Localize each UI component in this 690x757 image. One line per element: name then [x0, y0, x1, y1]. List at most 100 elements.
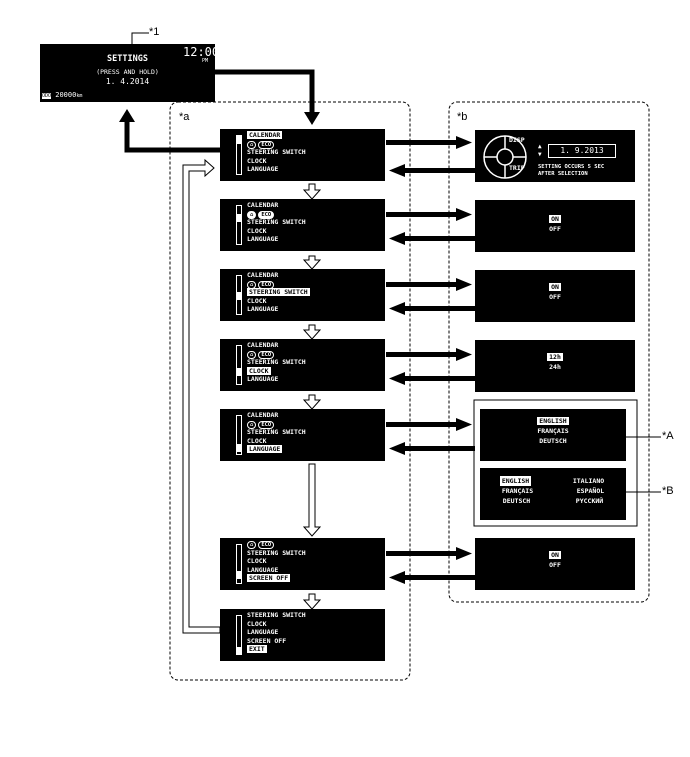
menu-screen-screen-off: ⌂ECO STEERING SWITCH CLOCK LANGUAGE SCRE… — [220, 538, 385, 590]
menu-item-exit: EXIT — [247, 645, 267, 654]
menu-screen-exit: STEERING SWITCH CLOCK LANGUAGE SCREEN OF… — [220, 609, 385, 661]
menu-item-clock: CLOCK — [247, 296, 267, 305]
callout-1-leader — [131, 32, 149, 45]
down-triangle-icon: ▼ — [538, 151, 542, 158]
callout-b: *b — [457, 111, 468, 123]
group-a-box — [169, 101, 411, 681]
screen-off-options-screen: ON OFF — [475, 538, 635, 590]
option-on: ON — [549, 215, 561, 223]
menu-item-language: LANGUAGE — [247, 628, 279, 637]
calendar-detail-screen: DISP TRIP ▲ ▼ 1. 9.2013 SETTING OCCURS 5… — [475, 130, 635, 182]
menu-item-steering: STEERING SWITCH — [247, 218, 306, 227]
menu-item-steering: STEERING SWITCH — [247, 548, 306, 557]
eco-options-screen: ON OFF — [475, 200, 635, 252]
scrollbar — [236, 205, 242, 245]
settings-time: 12:00 — [183, 45, 220, 59]
lang-deutsch: DEUTSCH — [539, 437, 567, 445]
enter-arrow — [214, 69, 315, 115]
disp-label: DISP — [509, 136, 525, 144]
option-off: OFF — [549, 561, 561, 569]
down-arrows — [302, 183, 322, 610]
eco-icon: ECO — [258, 350, 275, 359]
lang-espanol: ESPAÑOL — [576, 487, 605, 495]
eco-icon: ECO — [258, 140, 275, 149]
language-options-screen-b: ENGLISH ITALIANO FRANÇAIS ESPAÑOL DEUTSCH P… — [480, 468, 626, 520]
menu-item-calendar: CALENDAR — [247, 271, 279, 279]
car-icon: ⌂ — [247, 350, 257, 359]
scrollbar — [236, 415, 242, 455]
menu-item-language: LANGUAGE — [247, 165, 279, 174]
menu-screen-clock: CALENDAR ⌂ECO STEERING SWITCH CLOCK LANG… — [220, 339, 385, 391]
car-icon: ⌂ — [247, 140, 257, 149]
lang-english: ENGLISH — [537, 417, 569, 425]
option-24h: 24h — [549, 363, 561, 371]
menu-item-language: LANGUAGE — [247, 445, 283, 454]
menu-item-calendar: CALENDAR — [247, 341, 279, 349]
option-on: ON — [549, 551, 561, 559]
menu-screen-language: CALENDAR ⌂ECO STEERING SWITCH CLOCK LANG… — [220, 409, 385, 461]
car-icon: ⌂ — [247, 280, 257, 289]
callout-a: *a — [179, 111, 190, 123]
clock-options-screen: 12h 24h — [475, 340, 635, 392]
menu-screen-calendar: CALENDAR ⌂ECO STEERING SWITCH CLOCK LANG… — [220, 129, 385, 181]
car-icon: ⌂ — [247, 541, 257, 549]
trip-label: TRIP — [509, 164, 525, 172]
settings-screen: SETTINGS (PRESS AND HOLD) 1. 4.2014 12:0… — [40, 44, 219, 102]
eco-icon: ECO — [258, 280, 275, 289]
menu-item-clock: CLOCK — [247, 156, 267, 165]
odo-unit: km — [76, 93, 83, 99]
setting-note: SETTING OCCURS 5 SEC AFTER SELECTION — [538, 164, 604, 177]
menu-item-calendar: CALENDAR — [247, 201, 279, 209]
lang-deutsch: DEUTSCH — [502, 497, 531, 505]
menu-item-calendar: CALENDAR — [247, 131, 283, 139]
setting-note-line1: SETTING OCCURS 5 SEC — [538, 164, 605, 170]
steering-options-screen: ON OFF — [475, 270, 635, 322]
lang-francais: FRANÇAIS — [537, 427, 569, 435]
menu-item-clock: CLOCK — [247, 436, 267, 445]
option-on: ON — [549, 283, 561, 291]
menu-item-steering: STEERING SWITCH — [247, 148, 306, 157]
menu-item-language: LANGUAGE — [247, 565, 279, 574]
option-off: OFF — [549, 293, 561, 301]
scrollbar — [236, 544, 242, 584]
date-field: 1. 9.2013 — [548, 144, 616, 158]
language-group-box — [473, 399, 638, 527]
settings-subtitle: (PRESS AND HOLD) — [96, 68, 159, 76]
menu-item-language: LANGUAGE — [247, 235, 279, 244]
scrollbar — [236, 275, 242, 315]
eco-icon: ECO — [258, 541, 275, 549]
back-arrow — [124, 120, 220, 153]
language-options-screen-a: ENGLISH FRANÇAIS DEUTSCH — [480, 409, 626, 461]
dial-icon — [483, 135, 527, 179]
menu-item-clock: CLOCK — [247, 226, 267, 235]
option-off: OFF — [549, 225, 561, 233]
odo-value: 20000 — [55, 91, 77, 99]
loop-arrow — [182, 158, 221, 634]
option-12h: 12h — [547, 353, 563, 361]
menu-item-screen-off: SCREEN OFF — [247, 636, 287, 645]
lang-italiano: ITALIANO — [572, 477, 605, 485]
car-icon: ⌂ — [247, 210, 257, 219]
menu-item-screen-off: SCREEN OFF — [247, 574, 291, 583]
menu-item-language: LANGUAGE — [247, 305, 279, 314]
settings-date: 1. 4.2014 — [105, 77, 150, 86]
eco-icon: ECO — [258, 210, 275, 219]
lang-russian: PYCCKИЙ — [575, 497, 604, 505]
callout-B: *B — [662, 485, 674, 497]
enter-arrow-head — [304, 112, 320, 125]
scrollbar — [236, 135, 242, 175]
lang-english: ENGLISH — [499, 476, 532, 486]
up-triangle-icon: ▲ — [538, 143, 542, 150]
car-icon: ⌂ — [247, 420, 257, 429]
menu-item-language: LANGUAGE — [247, 375, 279, 384]
back-arrow-head — [119, 109, 135, 122]
odo-icon: ODO — [42, 93, 52, 99]
eco-icon: ECO — [258, 420, 275, 429]
scrollbar — [236, 345, 242, 385]
menu-item-clock: CLOCK — [247, 557, 267, 566]
lang-francais: FRANÇAIS — [501, 487, 534, 495]
odometer: ODO 20000km — [42, 91, 82, 99]
menu-item-clock: CLOCK — [247, 366, 271, 375]
menu-item-steering: STEERING SWITCH — [247, 288, 310, 297]
settings-title: SETTINGS — [107, 54, 148, 64]
